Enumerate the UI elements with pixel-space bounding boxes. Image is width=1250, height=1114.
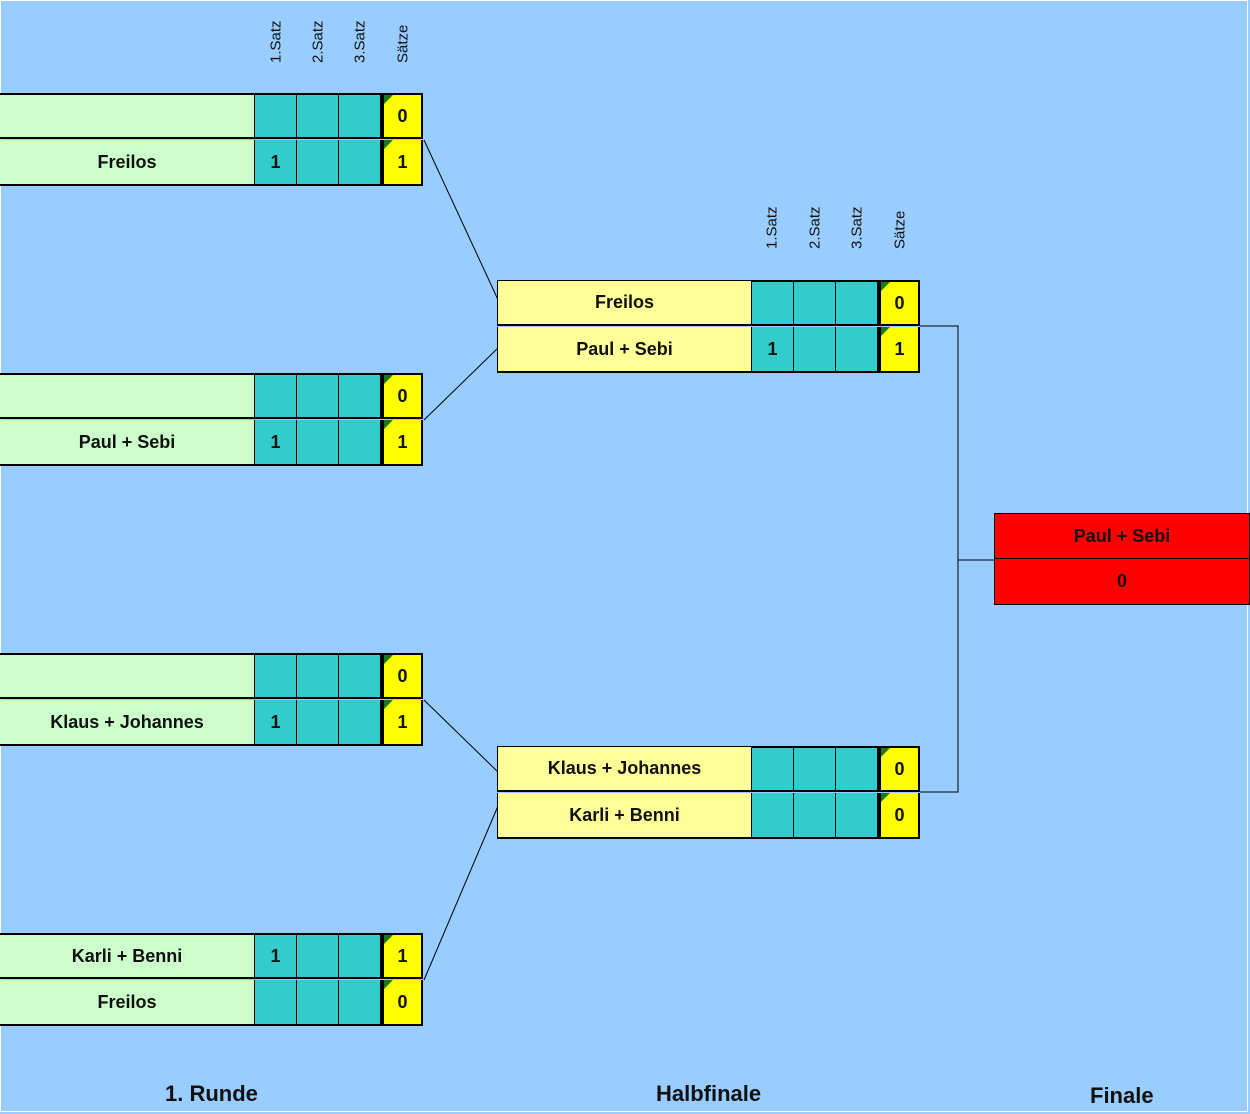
sets-total-cell[interactable]: 1 xyxy=(878,327,920,373)
set3-cell[interactable] xyxy=(836,746,878,792)
final-box: Paul + Sebi 0 xyxy=(994,513,1250,606)
connector-line xyxy=(423,139,501,305)
team-name-cell[interactable]: Karli + Benni xyxy=(0,933,255,979)
sets-total-cell[interactable]: 0 xyxy=(381,93,423,139)
team-name-cell[interactable] xyxy=(0,653,255,699)
set2-cell[interactable] xyxy=(297,700,339,746)
header-label: 3.Satz xyxy=(848,206,866,249)
team-name-cell[interactable]: Freilos xyxy=(0,980,255,1026)
team-name-cell[interactable]: Paul + Sebi xyxy=(497,327,752,373)
set2-cell[interactable] xyxy=(297,980,339,1026)
set3-cell[interactable] xyxy=(339,93,381,139)
round-label-r1: 1. Runde xyxy=(165,1081,258,1106)
header-set3: 3.Satz xyxy=(339,0,381,80)
set2-cell[interactable] xyxy=(794,793,836,839)
header-label: 1.Satz xyxy=(763,206,781,249)
set3-cell[interactable] xyxy=(836,793,878,839)
set1-cell[interactable]: 1 xyxy=(255,420,297,466)
team-name-cell[interactable]: Klaus + Johannes xyxy=(0,700,255,746)
header-set2: 2.Satz xyxy=(794,186,836,266)
header-label: 3.Satz xyxy=(351,20,369,63)
team-name-cell[interactable]: Paul + Sebi xyxy=(0,420,255,466)
set2-cell[interactable] xyxy=(297,420,339,466)
set3-cell[interactable] xyxy=(339,373,381,419)
sets-total-cell[interactable]: 0 xyxy=(878,746,920,792)
set2-cell[interactable] xyxy=(794,327,836,373)
sets-total-cell[interactable]: 0 xyxy=(381,653,423,699)
set2-cell[interactable] xyxy=(297,93,339,139)
set1-cell[interactable]: 1 xyxy=(752,327,794,373)
sets-total-cell[interactable]: 1 xyxy=(381,933,423,979)
team-name-cell[interactable]: Freilos xyxy=(497,280,752,326)
set1-cell[interactable]: 1 xyxy=(255,700,297,746)
set1-cell[interactable] xyxy=(752,793,794,839)
round-label-final: Finale xyxy=(1090,1083,1154,1108)
team-name-cell[interactable]: Klaus + Johannes xyxy=(497,746,752,792)
final-score-cell[interactable]: 0 xyxy=(994,559,1250,605)
set2-cell[interactable] xyxy=(297,140,339,186)
team-name-cell[interactable] xyxy=(0,93,255,139)
header-set2: 2.Satz xyxy=(297,0,339,80)
set1-cell[interactable] xyxy=(255,653,297,699)
set3-cell[interactable] xyxy=(339,933,381,979)
team-name-cell[interactable]: Karli + Benni xyxy=(497,793,752,839)
header-total: Sätze xyxy=(382,0,424,80)
set2-cell[interactable] xyxy=(297,373,339,419)
header-set1: 1.Satz xyxy=(751,186,793,266)
set2-cell[interactable] xyxy=(794,280,836,326)
team-name-cell[interactable] xyxy=(0,373,255,419)
connector-line xyxy=(423,699,499,773)
set1-cell[interactable] xyxy=(255,980,297,1026)
sets-total-cell[interactable]: 0 xyxy=(381,373,423,419)
connector-line xyxy=(423,805,499,981)
header-label: 1.Satz xyxy=(267,20,285,63)
sets-total-cell[interactable]: 1 xyxy=(381,420,423,466)
sets-total-cell[interactable]: 0 xyxy=(878,280,920,326)
set3-cell[interactable] xyxy=(836,327,878,373)
set3-cell[interactable] xyxy=(339,980,381,1026)
set2-cell[interactable] xyxy=(794,746,836,792)
set2-cell[interactable] xyxy=(297,653,339,699)
set3-cell[interactable] xyxy=(836,280,878,326)
header-label: 2.Satz xyxy=(806,206,824,249)
header-label: Sätze xyxy=(394,24,412,63)
set1-cell[interactable] xyxy=(255,373,297,419)
sets-total-cell[interactable]: 0 xyxy=(878,793,920,839)
header-label: 2.Satz xyxy=(309,20,327,63)
header-total: Sätze xyxy=(879,186,921,266)
set1-cell[interactable] xyxy=(752,280,794,326)
header-set3: 3.Satz xyxy=(836,186,878,266)
sets-total-cell[interactable]: 0 xyxy=(381,980,423,1026)
set1-cell[interactable] xyxy=(752,746,794,792)
final-winner-cell[interactable]: Paul + Sebi xyxy=(994,513,1250,559)
header-label: Sätze xyxy=(891,210,909,249)
team-name-cell[interactable]: Freilos xyxy=(0,140,255,186)
set2-cell[interactable] xyxy=(297,933,339,979)
set1-cell[interactable]: 1 xyxy=(255,140,297,186)
connector-line xyxy=(920,325,959,793)
set3-cell[interactable] xyxy=(339,700,381,746)
round-label-hf: Halbfinale xyxy=(656,1081,762,1106)
set3-cell[interactable] xyxy=(339,140,381,186)
header-set1: 1.Satz xyxy=(255,0,297,80)
set1-cell[interactable] xyxy=(255,93,297,139)
connector-line xyxy=(423,345,501,421)
sets-total-cell[interactable]: 1 xyxy=(381,700,423,746)
set3-cell[interactable] xyxy=(339,420,381,466)
set3-cell[interactable] xyxy=(339,653,381,699)
set1-cell[interactable]: 1 xyxy=(255,933,297,979)
sets-total-cell[interactable]: 1 xyxy=(381,140,423,186)
